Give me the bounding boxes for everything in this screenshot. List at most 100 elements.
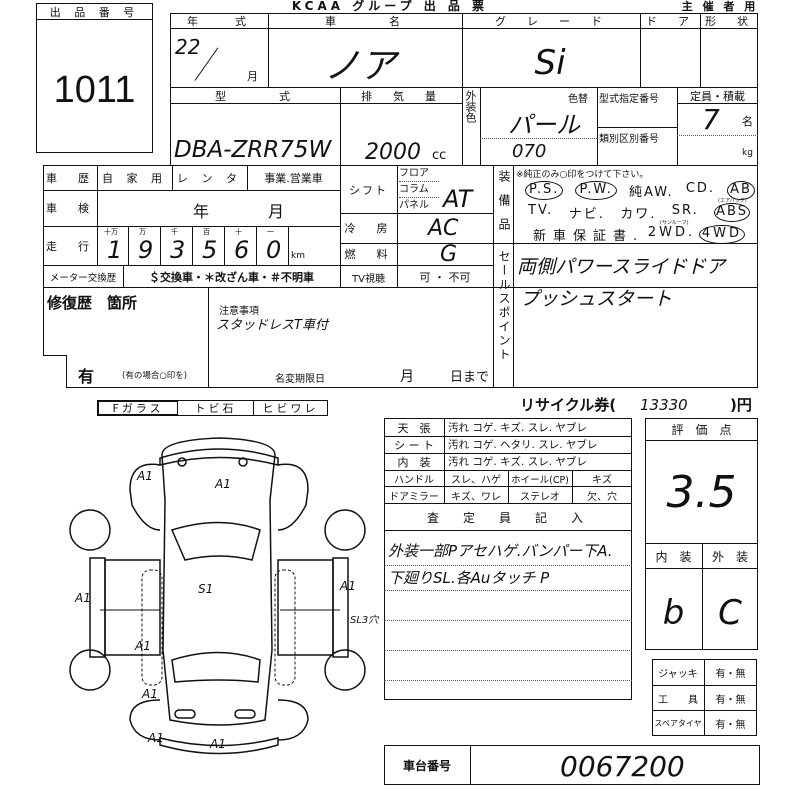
car-name[interactable]: ノア: [323, 45, 396, 87]
tv-value[interactable]: 可 ・ 不可: [419, 271, 471, 284]
equip-aw[interactable]: 純AW.: [629, 185, 674, 200]
equip-leather[interactable]: カワ.: [620, 207, 657, 222]
sr-sub: (サンルーフ): [660, 220, 689, 226]
windshield: [170, 521, 261, 561]
history-rental[interactable]: レ ン タ: [177, 172, 242, 185]
equip-2wd[interactable]: 2WD.: [647, 225, 696, 240]
car-damage-diagram[interactable]: A1 A1 A1 A1 A1 A1 A1 S1 A1 SL3穴: [60, 420, 390, 780]
equip-pw[interactable]: P.W.: [575, 181, 617, 200]
shift-floor: フロア: [399, 166, 439, 182]
left-doors: [104, 559, 161, 656]
damage-mark: A1: [141, 687, 158, 701]
interior-grade[interactable]: b: [662, 592, 685, 633]
inspector-line-1[interactable]: 外装一部Pアセハゲ.バンパー下A.: [388, 542, 613, 560]
equip-tv[interactable]: TV.: [528, 203, 554, 218]
disp-value[interactable]: 2000: [365, 140, 421, 165]
exterior-grade-label: 外 装: [711, 549, 748, 564]
inspector-line-2[interactable]: 下廻りSL.各Auタッチ P: [388, 569, 550, 587]
repair-has[interactable]: 有: [78, 367, 95, 386]
equip-navi[interactable]: ナビ.: [568, 207, 605, 222]
type-no-label: 型式指定番号: [599, 94, 659, 105]
damage-mark: A1: [74, 591, 91, 605]
meter-options[interactable]: ＄交換車・＊改ざん車・＃不明車: [149, 271, 314, 284]
history-business[interactable]: 事業.営業車: [264, 172, 323, 185]
equip-ab[interactable]: AB: [727, 181, 755, 200]
sheet-title: KCAA グループ 出 品 票: [291, 0, 489, 13]
score-label: 評 価 点: [671, 423, 732, 437]
recycle-label: リサイクル券(: [520, 396, 617, 414]
notes-text[interactable]: スタッドレスT車付: [216, 318, 328, 333]
shift-value[interactable]: AT: [443, 185, 473, 213]
history-private[interactable]: 自 家 用: [102, 172, 167, 185]
right-rear-fender: [277, 699, 309, 741]
year-value[interactable]: 22: [175, 35, 201, 59]
damage-mark: S1: [198, 582, 213, 596]
recycle-unit: )円: [730, 396, 752, 414]
sale-point-1[interactable]: 両側パワースライドドア: [517, 256, 726, 278]
color-change-label: 色替: [568, 94, 588, 105]
spare-tire-label: スペアタイヤ: [654, 718, 702, 728]
equip-cd[interactable]: CD.: [685, 181, 716, 196]
glass-crack[interactable]: ヒビワレ: [262, 402, 319, 415]
equipment-side-label: 装備品: [497, 170, 511, 242]
score-value[interactable]: 3.5: [666, 467, 737, 518]
left-slide-door: [141, 569, 163, 686]
equip-ps[interactable]: P.S.: [525, 181, 564, 200]
color-number[interactable]: 070: [512, 141, 547, 162]
taillight: [174, 709, 196, 719]
equip-4wd[interactable]: 4WD: [698, 225, 745, 244]
mirror-options[interactable]: キズ、ワレ: [451, 491, 501, 503]
shift-options[interactable]: フロア コラム パネル: [399, 166, 439, 213]
glass-chip[interactable]: トビ石: [178, 401, 254, 415]
fuel-value[interactable]: G: [440, 242, 458, 267]
recycle-value[interactable]: 13330: [640, 396, 688, 414]
inspector-label: 査 定 員 記 入: [426, 510, 589, 525]
shift-panel: パネル: [399, 200, 429, 211]
score-box: [645, 418, 758, 650]
equip-sr[interactable]: SR.: [671, 203, 699, 218]
stereo-options[interactable]: 欠、穴: [587, 491, 617, 503]
tools-value[interactable]: 有・無: [715, 694, 746, 706]
taillight: [234, 709, 256, 719]
rear-window: [171, 651, 261, 683]
capacity-value[interactable]: 7: [702, 103, 720, 136]
exterior-grade[interactable]: C: [718, 592, 742, 633]
repair-box: [43, 288, 44, 356]
color-value[interactable]: パール: [508, 111, 580, 139]
year-label: 年 式: [187, 15, 251, 28]
jack-value[interactable]: 有・無: [715, 669, 746, 680]
interior-seat-options[interactable]: 汚れ コゲ. ヘタリ. スレ. ヤブレ: [448, 439, 598, 451]
inspection-label: 車 検: [46, 202, 94, 215]
grade-label: グ レ ー ド: [495, 15, 607, 28]
shift-label: シフト: [349, 183, 388, 197]
left-step: [89, 557, 106, 658]
interior-trim-options[interactable]: 汚れ コゲ. キズ. スレ. ヤブレ: [448, 456, 587, 468]
model-value[interactable]: DBA-ZRR75W: [174, 137, 332, 163]
wheel-options[interactable]: キズ: [592, 475, 612, 486]
reg-month: 月: [400, 369, 414, 385]
ac-value[interactable]: AC: [428, 216, 459, 241]
chassis-number[interactable]: 0067200: [560, 750, 685, 783]
glass-front[interactable]: Fガラス: [98, 401, 178, 415]
ac-label: 冷 房: [344, 222, 393, 235]
wheel: [324, 649, 366, 691]
damage-mark: A1: [134, 639, 151, 653]
equip-warranty[interactable]: 新車保証書.: [533, 229, 645, 244]
sale-point-2[interactable]: プッシュスタート: [520, 288, 673, 310]
door-label: ド ア: [646, 15, 694, 28]
handle-options[interactable]: スレ、ハゲ: [451, 475, 501, 486]
spare-tire-value[interactable]: 有・無: [715, 719, 746, 731]
interior-ceiling-options[interactable]: 汚れ コゲ. キズ. スレ. ヤブレ: [448, 422, 587, 434]
repair-note: (有の場合○印を): [122, 371, 188, 381]
interior-box: [384, 418, 632, 700]
equipment-line-1: P.S. P.W. 純AW. CD. AB: [525, 181, 755, 200]
glass-row: Fガラス トビ石 ヒビワレ: [97, 400, 328, 416]
damage-note: SL3穴: [350, 614, 379, 626]
interior-ceiling-label: 天 張: [397, 421, 431, 435]
equip-abs[interactable]: ABS: [714, 203, 750, 222]
grade-value[interactable]: Si: [534, 42, 566, 83]
reg-deadline-label: 名変期限日: [275, 374, 325, 385]
meter-label: メーター交換歴: [49, 273, 117, 284]
